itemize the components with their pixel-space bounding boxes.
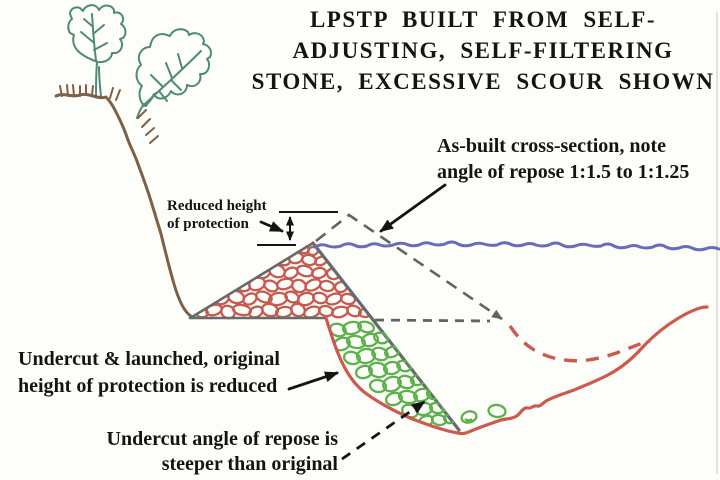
reduced-height-annotation: Reduced height of protection <box>167 198 267 233</box>
scour-profile <box>324 305 709 436</box>
height-measurement <box>257 211 338 246</box>
undercut-angle-dashed-pointer-arrow <box>341 400 426 461</box>
stray-stones <box>460 403 507 424</box>
plant-sketch <box>67 4 213 119</box>
as-built-annotation: As-built cross-section, note angle of re… <box>437 133 689 185</box>
undercut-angle-line-2: steeper than original <box>161 453 338 475</box>
undercut-angle-line-1: Undercut angle of repose is <box>106 428 338 450</box>
reduced-height-line-2: of protection <box>167 215 249 232</box>
grass-ticks <box>59 84 159 144</box>
reduced-height-line-1: Reduced height <box>167 198 267 214</box>
title-line-3: STONE, EXCESSIVE SCOUR SHOWN <box>251 69 715 94</box>
red-stone-fill <box>193 243 373 320</box>
water-surface-line <box>313 240 720 252</box>
plant-stems <box>95 61 157 119</box>
slide-title: LPSTP BUILT FROM SELF- ADJUSTING, SELF-F… <box>250 4 716 97</box>
undercut-angle-annotation: Undercut angle of repose is steeper than… <box>107 427 338 477</box>
as-built-line-1: As-built cross-section, note <box>437 135 667 157</box>
as-built-crest-dashed-line <box>315 213 503 321</box>
undercut-launched-line-2: height of protection is reduced <box>18 375 278 397</box>
plant-leaf-right-veins <box>144 50 202 105</box>
reduced-height-pointer-arrow <box>259 220 284 233</box>
as-built-pointer-arrow <box>379 183 447 233</box>
bank-profile <box>54 84 194 319</box>
undercut-launched-annotation: Undercut & launched, original height of … <box>18 346 280 400</box>
scoured-bed-line <box>324 305 709 436</box>
as-built-outline <box>315 213 503 323</box>
undercut-launched-line-1: Undercut & launched, original <box>18 348 280 370</box>
plant-leaf-left <box>67 4 127 64</box>
plant-leaf-right <box>135 28 213 107</box>
title-line-2: ADJUSTING, SELF-FILTERING <box>292 38 674 63</box>
as-built-line-2: angle of repose 1:1.5 to 1:1.25 <box>437 161 690 183</box>
prism-upstream-slope-line <box>190 241 315 319</box>
plant-leaf-left-veins <box>80 13 108 61</box>
undercut-launched-pointer-arrow <box>287 371 339 391</box>
title-line-1: LPSTP BUILT FROM SELF- <box>309 7 657 32</box>
anticipated-scour-dashed-line <box>508 325 651 363</box>
bank-line <box>54 92 194 319</box>
original-bed-dashed-line <box>374 318 491 323</box>
